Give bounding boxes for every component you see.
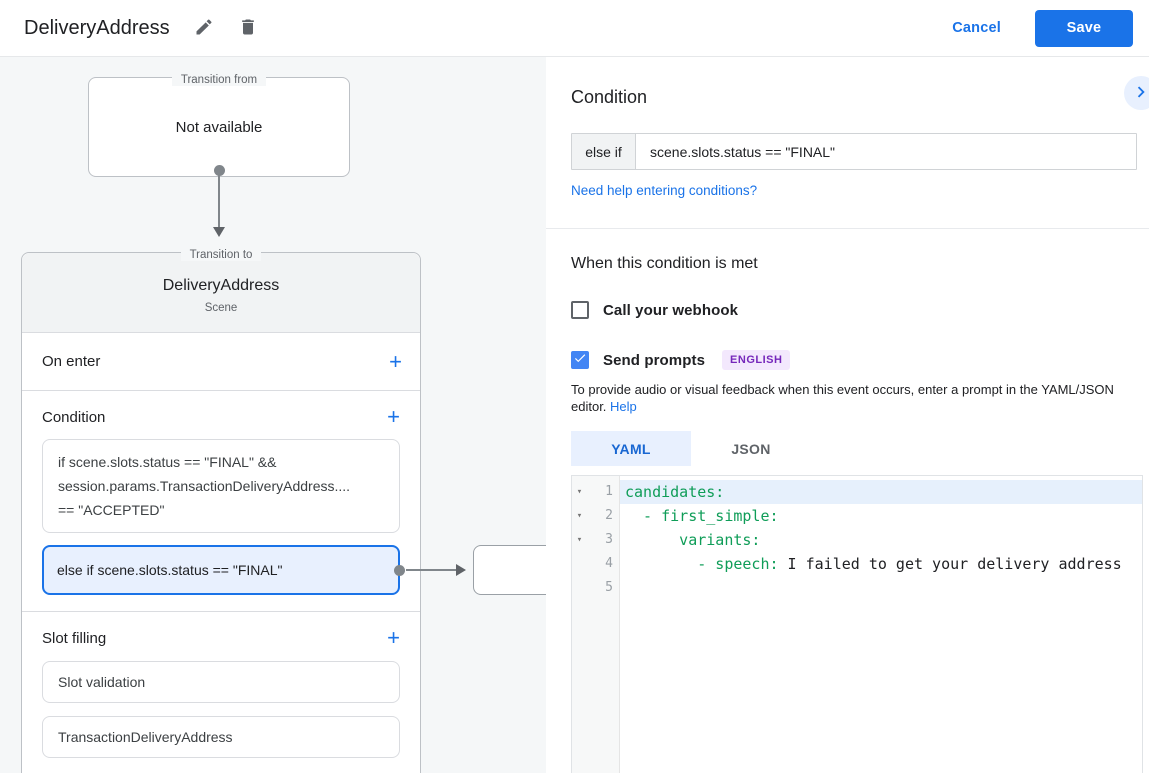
condition-prefix-label: else if [572, 134, 636, 169]
condition-expression-input[interactable] [636, 134, 1136, 169]
webhook-label: Call your webhook [603, 301, 739, 319]
arrow-right-icon [456, 564, 466, 576]
on-enter-row[interactable]: On enter + [22, 333, 420, 391]
transition-from-box[interactable]: Transition from Not available [88, 74, 350, 177]
cancel-button[interactable]: Cancel [952, 20, 1001, 36]
tab-yaml[interactable]: YAML [571, 431, 691, 466]
send-prompts-checkbox[interactable] [571, 351, 589, 369]
yaml-code-editor[interactable]: ▾1 candidates: ▾2 - first_simple: ▾3 var… [571, 475, 1143, 773]
transition-from-value: Not available [175, 118, 263, 136]
add-on-enter-button[interactable]: + [389, 348, 402, 374]
fold-arrow-icon[interactable]: ▾ [576, 511, 583, 521]
code-line: 5 [605, 580, 613, 595]
chevron-right-icon [1130, 81, 1149, 106]
collapse-panel-button[interactable] [1124, 76, 1149, 110]
slot-item[interactable]: TransactionDeliveryAddress [42, 716, 400, 758]
condition-item-selected[interactable]: else if scene.slots.status == "FINAL" [42, 545, 405, 595]
fold-arrow-icon[interactable]: ▾ [576, 535, 583, 545]
save-button[interactable]: Save [1035, 9, 1133, 47]
top-toolbar: DeliveryAddress Cancel Save [0, 0, 1149, 57]
conditions-help-link[interactable]: Need help entering conditions? [571, 183, 758, 198]
flow-canvas: Transition from Not available Transition… [0, 57, 546, 773]
arrow-down-icon [213, 227, 225, 237]
tab-json[interactable]: JSON [691, 431, 811, 466]
slot-filling-label: Slot filling [42, 629, 107, 647]
code-line: ▾2 - first_simple: [572, 504, 1142, 528]
add-slot-button[interactable]: + [387, 625, 400, 650]
trash-icon [238, 17, 258, 40]
fold-arrow-icon[interactable]: ▾ [576, 487, 583, 497]
condition-expression-row: else if [571, 133, 1137, 170]
help-link[interactable]: Help [610, 399, 637, 414]
section-divider [22, 611, 420, 612]
condition-section: Condition + if scene.slots.status == "FI… [22, 391, 420, 611]
delete-scene-button[interactable] [236, 16, 260, 40]
condition-section-label: Condition [42, 408, 106, 426]
panel-divider [546, 228, 1149, 229]
language-badge: ENGLISH [722, 350, 791, 370]
connector-line-vertical [218, 175, 220, 227]
scene-type-label: Scene [204, 302, 238, 314]
condition-detail-panel: Condition else if Need help entering con… [546, 57, 1149, 773]
add-condition-button[interactable]: + [387, 404, 400, 429]
slot-item[interactable]: Slot validation [42, 661, 400, 703]
check-icon [573, 351, 587, 370]
webhook-checkbox[interactable] [571, 301, 589, 319]
pencil-icon [194, 17, 214, 40]
connector-dot [394, 565, 405, 576]
webhook-option-row: Call your webhook [571, 301, 1137, 319]
scene-card: Transition to DeliveryAddress Scene On e… [21, 249, 421, 773]
editor-format-tabs: YAML JSON [571, 431, 1137, 466]
edit-title-button[interactable] [192, 16, 216, 40]
code-line: ▾1 candidates: [572, 480, 1142, 504]
condition-item[interactable]: if scene.slots.status == "FINAL" && sess… [42, 439, 400, 533]
transition-from-legend: Transition from [171, 74, 267, 86]
scene-name: DeliveryAddress [162, 277, 280, 294]
transition-to-legend: Transition to [180, 249, 262, 261]
condition-met-title: When this condition is met [571, 255, 758, 272]
editor-gutter [572, 476, 620, 773]
page-title: DeliveryAddress [24, 16, 170, 39]
editor-hint-text: To provide audio or visual feedback when… [571, 382, 1114, 414]
connector-line-horizontal [406, 569, 456, 571]
send-prompts-label: Send prompts [603, 351, 706, 369]
slot-filling-section: Slot filling + Slot validation Transacti… [22, 612, 420, 773]
code-line: 4 - speech: I failed to get your deliver… [605, 555, 1122, 573]
on-enter-label: On enter [42, 353, 101, 370]
prompts-option-row: Send prompts ENGLISH [571, 350, 1137, 370]
transition-target-box[interactable] [473, 545, 546, 595]
code-line: ▾3 variants: [572, 528, 1142, 552]
connector-dot [214, 165, 225, 176]
scene-card-header[interactable]: DeliveryAddress Scene [22, 253, 420, 333]
panel-title: Condition [571, 87, 648, 107]
